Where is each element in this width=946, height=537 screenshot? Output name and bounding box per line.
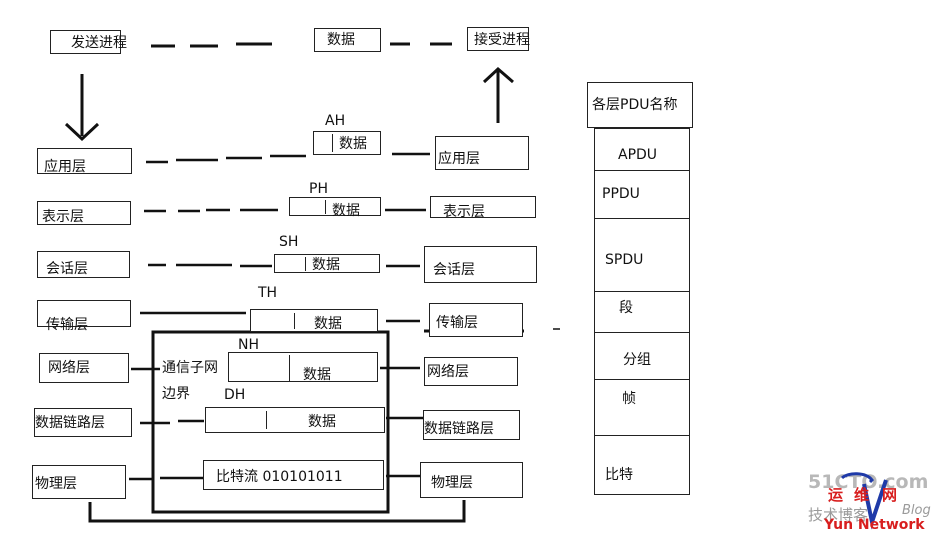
header-separator	[266, 411, 267, 429]
pdu-box-session: 数据	[274, 254, 380, 273]
header-ph: PH	[309, 181, 328, 197]
right-layer-transport: 传输层	[429, 303, 523, 337]
header-ah: AH	[325, 113, 346, 129]
receive-process-box: 接受进程	[467, 27, 530, 51]
pdu-item-frame: 帧	[622, 391, 636, 407]
top-data-label: 数据	[327, 32, 355, 48]
right-layer-label: 表示层	[443, 204, 485, 220]
send-process-box: 发送进程	[50, 30, 127, 54]
pdu-row-divider	[595, 170, 689, 171]
left-layer-physical: 物理层	[32, 465, 126, 499]
header-separator	[325, 200, 326, 214]
pdu-box-physical: 比特流 010101011	[203, 460, 384, 490]
pdu-data-label: 数据	[339, 136, 367, 152]
svg-text:技术博客: 技术博客	[808, 506, 868, 524]
pdu-item-apdu: APDU	[618, 147, 658, 163]
svg-text:51CTO.com: 51CTO.com	[808, 471, 928, 493]
pdu-table-title: 各层PDU名称	[592, 97, 678, 113]
pdu-table	[594, 128, 690, 495]
left-layer-label: 物理层	[35, 476, 77, 492]
left-layer-datalink: 数据链路层	[34, 408, 132, 437]
pdu-item-segment: 段	[619, 300, 633, 316]
header-separator	[305, 257, 306, 271]
right-layer-presentation: 表示层	[430, 196, 536, 220]
subnet-boundary-label-2: 边界	[162, 386, 190, 402]
receive-process-label: 接受进程	[474, 32, 530, 48]
pdu-box-datalink: 数据	[205, 407, 385, 433]
pdu-row-divider	[595, 332, 689, 333]
header-nh: NH	[238, 337, 259, 353]
svg-text:Yun Network: Yun Network	[823, 517, 925, 532]
right-layer-label: 传输层	[436, 315, 478, 331]
pdu-data-label: 数据	[332, 203, 360, 219]
right-layer-physical: 物理层	[420, 462, 523, 498]
left-layer-label: 数据链路层	[35, 415, 105, 431]
watermark-logo: 51CTO.com 运 维 网 技术博客 Blog Yun Network	[808, 470, 940, 533]
left-layer-label: 传输层	[46, 317, 88, 333]
pdu-data-label: 数据	[312, 257, 340, 273]
left-layer-label: 表示层	[42, 209, 84, 225]
left-layer-label: 网络层	[48, 360, 90, 376]
right-layer-label: 应用层	[438, 151, 480, 167]
header-dh: DH	[224, 387, 246, 403]
right-layer-label: 数据链路层	[424, 421, 494, 437]
left-layer-label: 应用层	[44, 159, 86, 175]
right-layer-label: 网络层	[427, 364, 469, 380]
pdu-row-divider	[595, 435, 689, 436]
svg-text:Blog: Blog	[902, 503, 931, 518]
pdu-item-packet: 分组	[623, 352, 651, 368]
svg-text:运: 运	[828, 486, 843, 504]
left-layer-transport: 传输层	[37, 300, 131, 332]
header-th: TH	[258, 285, 278, 301]
pdu-box-presentation: 数据	[289, 197, 381, 219]
pdu-box-transport: 数据	[250, 309, 378, 332]
pdu-box-network: 数据	[228, 352, 378, 382]
top-data-box: 数据	[314, 28, 381, 52]
pdu-data-label: 数据	[303, 367, 331, 383]
pdu-data-label: 数据	[308, 414, 336, 430]
pdu-table-header: 各层PDU名称	[587, 82, 693, 128]
svg-text:网: 网	[882, 486, 897, 504]
left-layer-label: 会话层	[46, 261, 88, 277]
pdu-item-spdu: SPDU	[605, 252, 644, 268]
right-layer-label: 物理层	[431, 475, 473, 491]
pdu-data-label: 数据	[314, 316, 342, 332]
pdu-item-ppdu: PPDU	[602, 186, 640, 202]
pdu-item-bit: 比特	[605, 467, 633, 483]
subnet-boundary-label-1: 通信子网	[162, 360, 218, 376]
pdu-row-divider	[595, 291, 689, 292]
right-layer-label: 会话层	[433, 262, 475, 278]
pdu-box-application: 数据	[313, 131, 381, 155]
watermark-graphic: 51CTO.com 运 维 网 技术博客 Blog Yun Network	[808, 471, 931, 533]
svg-text:维: 维	[854, 486, 869, 504]
right-layer-datalink: 数据链路层	[423, 410, 520, 440]
bitstream-label: 比特流 010101011	[216, 469, 343, 485]
pdu-row-divider	[595, 218, 689, 219]
header-separator	[294, 313, 295, 329]
pdu-row-divider	[595, 379, 689, 380]
right-layer-network: 网络层	[424, 357, 518, 386]
header-separator	[332, 134, 333, 152]
left-layer-application: 应用层	[37, 148, 132, 174]
header-separator	[289, 355, 290, 381]
header-sh: SH	[279, 234, 299, 250]
left-layer-network: 网络层	[39, 353, 129, 383]
send-process-label: 发送进程	[71, 35, 127, 51]
right-layer-session: 会话层	[424, 246, 537, 283]
left-layer-presentation: 表示层	[37, 201, 131, 225]
right-layer-application: 应用层	[435, 136, 529, 170]
left-layer-session: 会话层	[37, 251, 130, 278]
